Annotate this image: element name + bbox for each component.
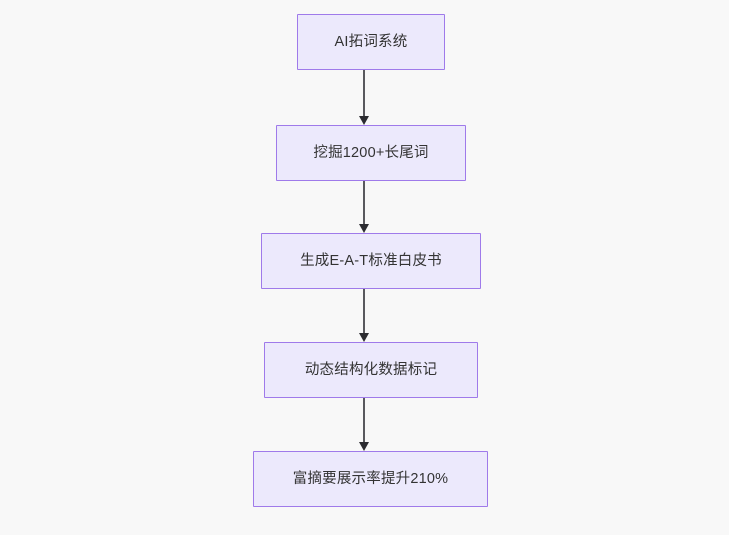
arrowhead-icon bbox=[358, 442, 369, 451]
flow-arrow-n4-n5 bbox=[354, 398, 374, 451]
flow-node-mine-longtail-keywords[interactable]: 挖掘1200+长尾词 bbox=[276, 125, 466, 181]
flow-arrow-n2-n3 bbox=[354, 181, 374, 233]
arrow-line bbox=[363, 398, 365, 443]
arrowhead-icon bbox=[358, 116, 369, 125]
flow-node-generate-eat-whitepaper[interactable]: 生成E-A-T标准白皮书 bbox=[261, 233, 481, 289]
flow-arrow-n3-n4 bbox=[354, 289, 374, 342]
arrowhead-icon bbox=[358, 224, 369, 233]
arrow-line bbox=[363, 70, 365, 117]
flow-arrow-n1-n2 bbox=[354, 70, 374, 125]
flow-node-dynamic-structured-data-markup[interactable]: 动态结构化数据标记 bbox=[264, 342, 478, 398]
arrowhead-icon bbox=[358, 333, 369, 342]
flow-node-rich-snippet-rate-increase[interactable]: 富摘要展示率提升210% bbox=[253, 451, 488, 507]
arrow-line bbox=[363, 289, 365, 334]
arrow-line bbox=[363, 181, 365, 225]
flow-node-ai-keyword-system[interactable]: AI拓词系统 bbox=[297, 14, 445, 70]
